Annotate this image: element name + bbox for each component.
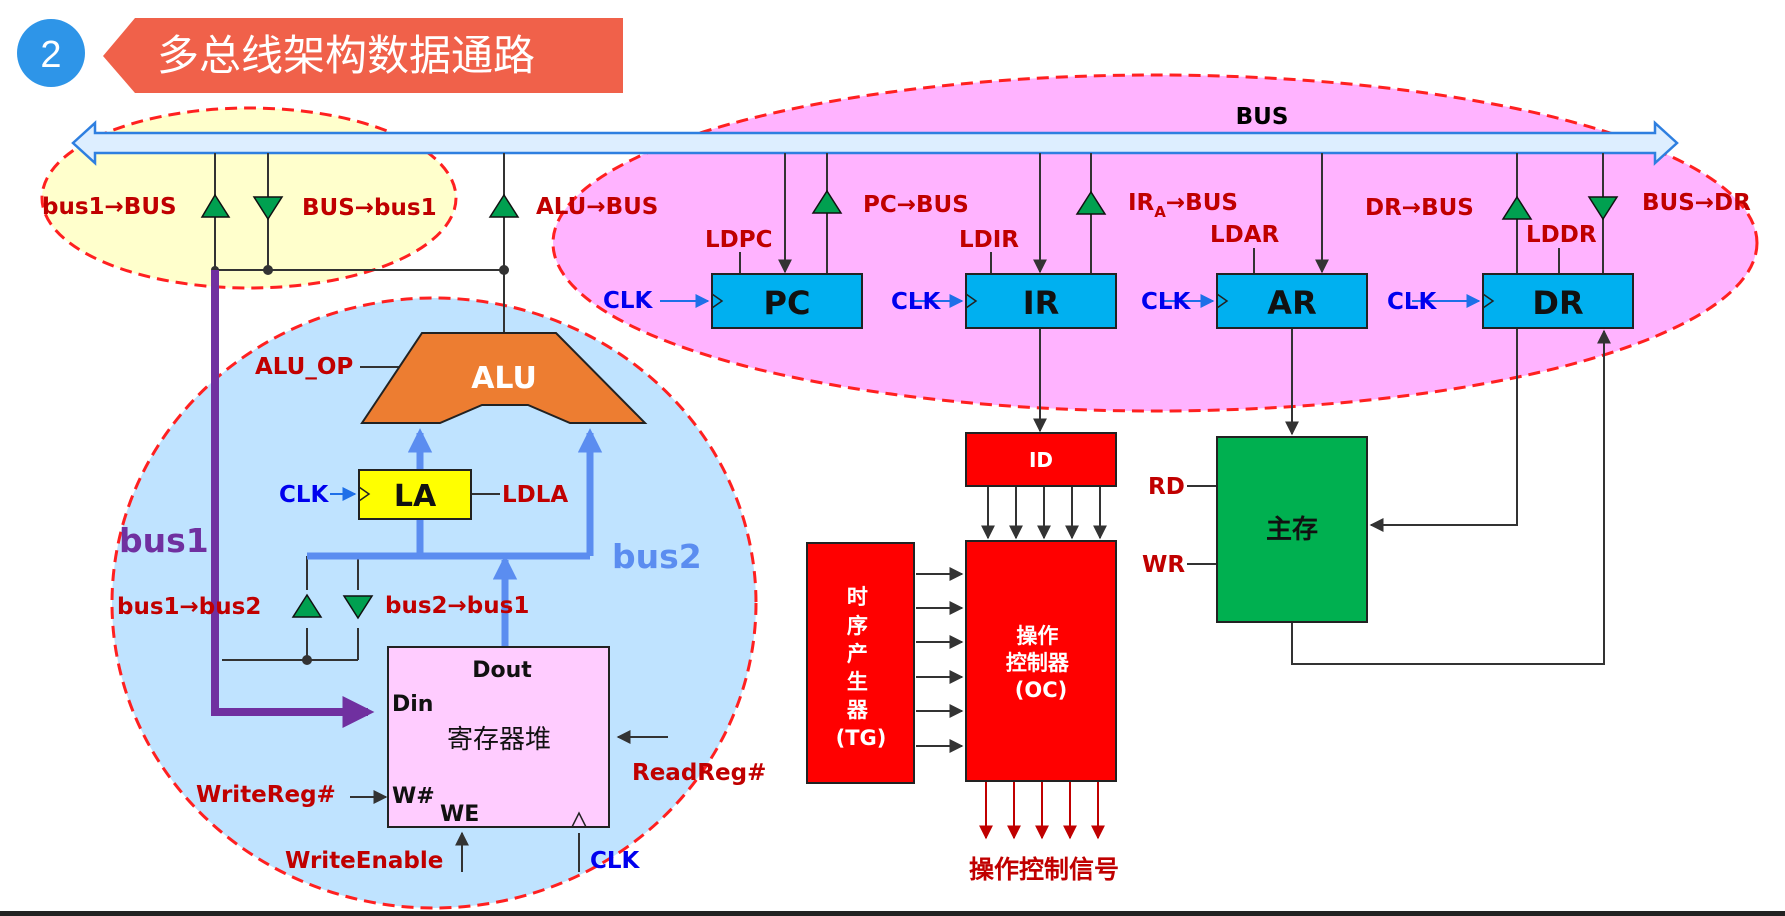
oc-line-1: 操作 (1016, 624, 1058, 648)
tri-dr-to-bus (1501, 195, 1533, 220)
regfile-title: 寄存器堆 (447, 725, 551, 755)
signal-labels: bus1→BUS BUS→bus1 ALU→BUS PC→BUS IRA→BUS… (42, 190, 1751, 884)
alu: ALU (360, 332, 648, 424)
label-wr: WR (1142, 552, 1185, 578)
bottom-bar (0, 911, 1785, 916)
tri-bus1-to-bus2 (291, 593, 323, 618)
clk-label-dr: CLK (1387, 289, 1438, 315)
register-ir-label: IR (1023, 284, 1060, 322)
clk-label-regfile: CLK (590, 848, 641, 874)
clk-label-la: CLK (279, 482, 330, 508)
label-pc-to-bus: PC→BUS (863, 192, 969, 218)
instruction-decoder: ID (965, 432, 1117, 487)
bus-arrow (71, 120, 1679, 166)
header-badge-number: 2 (40, 34, 61, 76)
label-rd: RD (1148, 474, 1185, 500)
clk-label-ir: CLK (891, 289, 942, 315)
label-bus2-to-bus1: bus2→bus1 (385, 593, 529, 619)
regfile-w: W# (392, 784, 435, 809)
bus-label: BUS (1236, 104, 1289, 130)
control-signal-arrows (979, 782, 1105, 840)
main-bus: BUS (71, 104, 1679, 166)
clk-arrows (330, 294, 1481, 501)
register-pc-label: PC (764, 284, 811, 322)
tri-alu-to-bus (488, 193, 520, 218)
label-bus-to-bus1: BUS→bus1 (302, 195, 437, 221)
timing-generator: 时 序 产 生 器 (TG) (806, 542, 915, 784)
tg-line-5: 器 (846, 698, 869, 722)
label-dr-to-bus: DR→BUS (1365, 195, 1474, 221)
label-alu-op: ALU_OP (255, 354, 353, 380)
register-file: Dout Din 寄存器堆 W# WE (387, 646, 610, 828)
label-ldla: LDLA (502, 482, 568, 508)
regfile-din: Din (392, 692, 433, 717)
label-read-reg: ReadReg# (632, 760, 766, 786)
junction-dots (211, 265, 509, 665)
svg-text:操作 控制器 (OC): 操作 控制器 (OC) (1006, 624, 1076, 702)
bus1-label: bus1 (119, 521, 209, 560)
tri-pc-to-bus (811, 189, 843, 214)
tri-bus-to-bus1 (252, 196, 284, 221)
label-alu-to-bus: ALU→BUS (536, 194, 658, 220)
label-bus1-to-bus: bus1→BUS (42, 194, 177, 220)
tri-bus1-to-bus (200, 193, 231, 218)
bus1-path (211, 270, 375, 728)
label-write-reg: WriteReg# (196, 782, 336, 808)
label-bus1-to-bus2: bus1→bus2 (117, 594, 261, 620)
oc-line-3: (OC) (1015, 678, 1067, 702)
svg-text:时 序 产 生: 时 序 产 生 器 (TG) (836, 585, 887, 750)
oc-line-2: 控制器 (1006, 651, 1070, 675)
id-label: ID (1029, 448, 1053, 472)
tristate-buffers (200, 189, 1619, 620)
header: 2 多总线架构数据通路 (17, 18, 623, 93)
bus2-label: bus2 (612, 537, 702, 576)
tg-line-4: 生 (847, 670, 868, 694)
register-dr-label: DR (1532, 284, 1583, 322)
tg-line-3: 产 (847, 642, 868, 666)
register-ar-label: AR (1267, 284, 1316, 322)
regfile-we: WE (440, 802, 479, 827)
register-dr: DR (1482, 273, 1634, 329)
bus2-path (307, 428, 603, 646)
register-la: LA (358, 469, 472, 520)
label-ldar: LDAR (1210, 222, 1280, 248)
register-la-label: LA (394, 479, 437, 514)
tri-ira-to-bus (1075, 190, 1107, 215)
clk-labels: CLK CLK CLK CLK CLK CLK (279, 288, 1438, 874)
label-control-signals: 操作控制信号 (969, 855, 1119, 884)
tg-line-2: 序 (847, 614, 868, 638)
header-badge (17, 19, 85, 87)
tri-bus2-to-bus1 (342, 595, 374, 620)
alu-label: ALU (471, 361, 537, 396)
tg-line-6: (TG) (836, 726, 887, 750)
label-ldir: LDIR (959, 227, 1019, 253)
tri-bus-to-dr (1587, 196, 1619, 221)
main-memory: 主存 (1216, 436, 1368, 623)
label-ldpc: LDPC (705, 227, 772, 253)
regfile-dout: Dout (472, 658, 532, 683)
label-ira-to-bus: IRA→BUS (1128, 190, 1238, 221)
clk-label-pc: CLK (603, 288, 654, 314)
page-title: 多总线架构数据通路 (157, 31, 535, 80)
label-bus-to-dr: BUS→DR (1642, 190, 1751, 216)
register-ir: IR (965, 273, 1117, 329)
header-banner (103, 18, 623, 93)
operation-controller: 操作 控制器 (OC) (965, 540, 1117, 782)
memory-label: 主存 (1266, 515, 1318, 545)
label-write-enable: WriteEnable (285, 848, 443, 874)
tg-line-1: 时 (847, 585, 868, 609)
label-lddr: LDDR (1526, 222, 1597, 248)
register-ar: AR (1216, 273, 1368, 329)
clk-label-ar: CLK (1141, 289, 1192, 315)
register-pc: PC (711, 273, 863, 329)
